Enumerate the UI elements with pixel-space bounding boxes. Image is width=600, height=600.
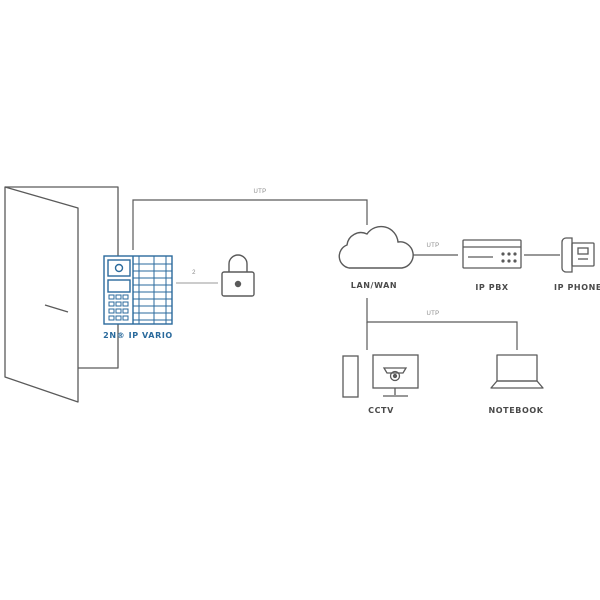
- link-network-devices: [366, 298, 518, 350]
- link-label-network-pbx: UTP: [426, 243, 440, 249]
- phone-icon: [561, 237, 595, 273]
- notebook-label: NOTEBOOK: [488, 406, 544, 415]
- device-label: 2N® IP VARIO: [103, 331, 173, 340]
- pc-tower-icon: [342, 355, 359, 398]
- link-device-network: [132, 199, 368, 250]
- intercom-icon: [103, 255, 173, 325]
- monitor-camera-icon: [372, 354, 419, 397]
- link-label-device-network: UTP: [253, 189, 267, 195]
- link-label-device-lock: 2: [192, 270, 196, 276]
- cloud-icon: [338, 225, 414, 269]
- link-label-network-devices: UTP: [426, 311, 440, 317]
- network-label: LAN/WAN: [350, 281, 398, 290]
- padlock-icon: [221, 254, 255, 297]
- laptop-icon: [490, 354, 544, 389]
- pbx-icon: [462, 239, 522, 269]
- door-icon: [4, 186, 119, 403]
- cctv-label: CCTV: [368, 406, 394, 415]
- phone-label: IP PHONE: [554, 283, 600, 292]
- pbx-label: IP PBX: [475, 283, 509, 292]
